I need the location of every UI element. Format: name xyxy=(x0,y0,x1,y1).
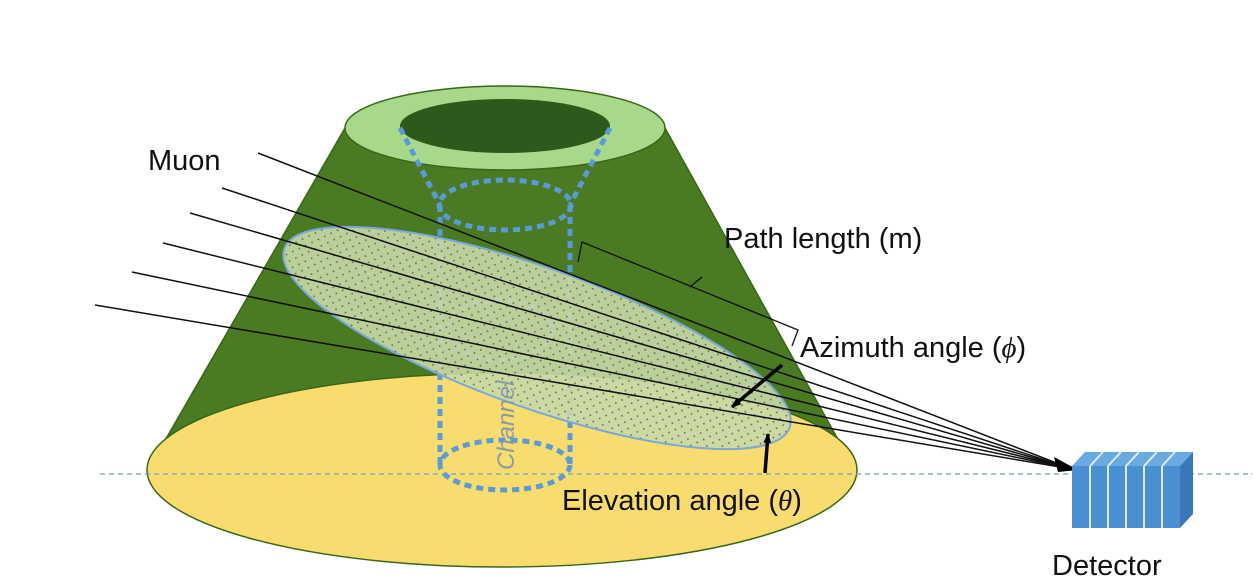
detector-label: Detector xyxy=(1052,550,1162,582)
muon-ray-3 xyxy=(189,212,1073,470)
crater-hole xyxy=(400,99,610,153)
elevation-angle-label: Elevation angle (θ) xyxy=(562,485,802,517)
detector-icon xyxy=(1072,451,1193,528)
azimuth-angle-label: Azimuth angle (ϕ) xyxy=(800,332,1026,364)
muon-ray-1 xyxy=(257,152,1073,470)
elevation-text: Elevation angle ( xyxy=(562,485,778,517)
elevation-close-paren: ) xyxy=(792,485,802,517)
path-length-bracket xyxy=(577,241,799,347)
muon-label: Muon xyxy=(148,145,221,177)
elevation-arrow xyxy=(763,433,772,474)
azimuth-close-paren: ) xyxy=(1017,332,1027,364)
path-length-label: Path length (m) xyxy=(724,223,922,255)
azimuth-symbol: ϕ xyxy=(1002,332,1017,364)
azimuth-arrow xyxy=(730,363,784,409)
muon-ray-6 xyxy=(94,304,1073,470)
channel-label: Channel xyxy=(493,380,520,470)
muon-ray-4 xyxy=(162,242,1073,470)
muon-trajectories xyxy=(94,152,1073,470)
elevation-symbol: θ xyxy=(778,485,792,517)
azimuth-text: Azimuth angle ( xyxy=(800,332,1002,364)
muon-ray-2 xyxy=(221,187,1073,470)
cross-section-ellipse xyxy=(282,225,792,451)
muon-ray-5 xyxy=(131,271,1073,470)
